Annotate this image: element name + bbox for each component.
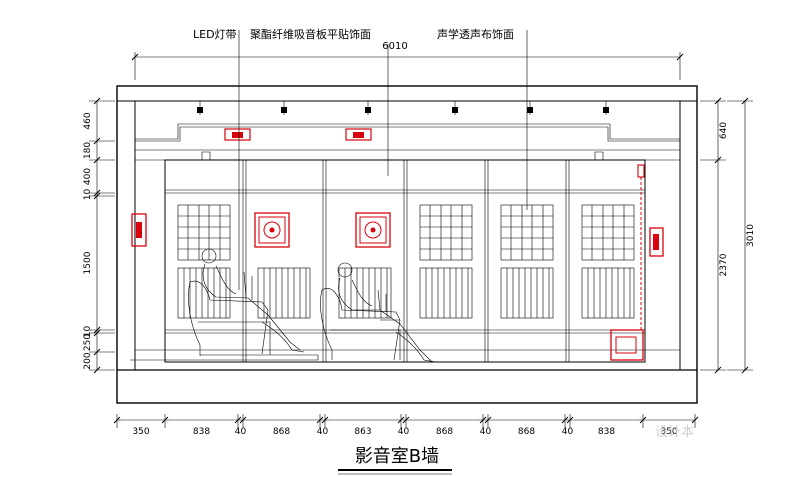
wall-panels — [131, 159, 664, 363]
bottom-dim-label: 863 — [354, 427, 371, 437]
room-frame — [116, 85, 698, 404]
left-dim-tick — [93, 366, 101, 374]
left-dim-tick — [93, 137, 101, 145]
left-dim-label: 180 — [83, 142, 93, 159]
right-dim-tick — [714, 156, 722, 164]
wall-speakers — [131, 164, 664, 361]
bottom-dim-tick — [691, 416, 699, 424]
bottom-dim-label: 868 — [436, 427, 453, 437]
right-dim-tick — [741, 366, 749, 374]
right-dim-label: 2370 — [719, 253, 729, 276]
bottom-dim-label: 350 — [660, 427, 677, 437]
callout-led-label: LED灯带 — [193, 28, 237, 41]
left-dim-label: 10 — [83, 326, 93, 338]
bottom-dim-tick — [639, 416, 647, 424]
bottom-dim-tick — [316, 416, 324, 424]
left-dim-tick — [93, 329, 101, 337]
acoustic-grids — [177, 204, 635, 261]
bottom-dim-label: 868 — [273, 427, 290, 437]
right-dim-tick — [714, 97, 722, 105]
right-dim-label: 640 — [719, 122, 729, 139]
top-dimension: 6010 — [131, 41, 684, 80]
diffuser-slats — [177, 267, 635, 319]
left-dim-label: 250 — [83, 334, 93, 351]
bottom-dim-label: 40 — [317, 427, 329, 437]
bottom-dim-tick — [239, 416, 247, 424]
bottom-dim-label: 40 — [235, 427, 247, 437]
left-dim-label: 400 — [83, 168, 93, 185]
left-dim-tick — [93, 326, 101, 334]
bottom-dim-tick — [561, 416, 569, 424]
bottom-dim-label: 838 — [193, 427, 210, 437]
left-dim-tick — [93, 348, 101, 356]
panel-dividers — [242, 160, 570, 362]
left-dim-tick — [93, 156, 101, 164]
bottom-dim-tick — [484, 416, 492, 424]
left-dim-label: 1500 — [83, 251, 93, 274]
bottom-dim-label: 838 — [598, 427, 615, 437]
right-dim-tick — [714, 366, 722, 374]
bottom-dim-tick — [402, 416, 410, 424]
left-dim-label: 200 — [83, 352, 93, 369]
right-dim-tick — [741, 97, 749, 105]
bottom-dim-tick — [479, 416, 487, 424]
bottom-dim-tick — [397, 416, 405, 424]
bottom-dim-label: 350 — [132, 427, 149, 437]
left-dim-label: 460 — [83, 112, 93, 129]
bottom-dim-tick — [113, 416, 121, 424]
title-text: 影音室B墙 — [355, 446, 439, 467]
ceiling-speakers — [224, 128, 372, 141]
seating-figures — [130, 248, 437, 363]
callout-panel-label: 聚酯纤维吸音板平贴饰面 — [250, 27, 371, 41]
bottom-dim-label: 40 — [562, 427, 574, 437]
left-dim-tick — [93, 192, 101, 200]
callout-fabric-label: 声学透声布饰面 — [437, 27, 514, 41]
bottom-dim-tick — [566, 416, 574, 424]
callouts: LED灯带 聚酯纤维吸音板平贴饰面 声学透声布饰面 — [193, 27, 528, 290]
ceiling-soffit — [135, 101, 680, 161]
drawing-title: 影音室B墙 — [338, 446, 452, 475]
right-dim-label: 3010 — [746, 224, 756, 247]
left-dim-label: 10 — [83, 189, 93, 201]
ceiling-fixtures — [197, 101, 609, 115]
bottom-dim-label: 40 — [398, 427, 410, 437]
bottom-dim-label: 868 — [518, 427, 535, 437]
bottom-dim-label: 40 — [480, 427, 492, 437]
bottom-dim-tick — [161, 416, 169, 424]
bottom-dim-tick — [234, 416, 242, 424]
top-dimension-label: 6010 — [382, 41, 407, 52]
left-dim-tick — [93, 97, 101, 105]
watermark: 设计本 — [655, 425, 694, 440]
left-dim-tick — [93, 189, 101, 197]
right-dimensions: 640 2370 3010 — [700, 97, 756, 374]
bottom-dim-tick — [321, 416, 329, 424]
bottom-dimensions: 350 838 40 868 40 863 40 868 40 868 40 838 350 — [113, 414, 699, 437]
